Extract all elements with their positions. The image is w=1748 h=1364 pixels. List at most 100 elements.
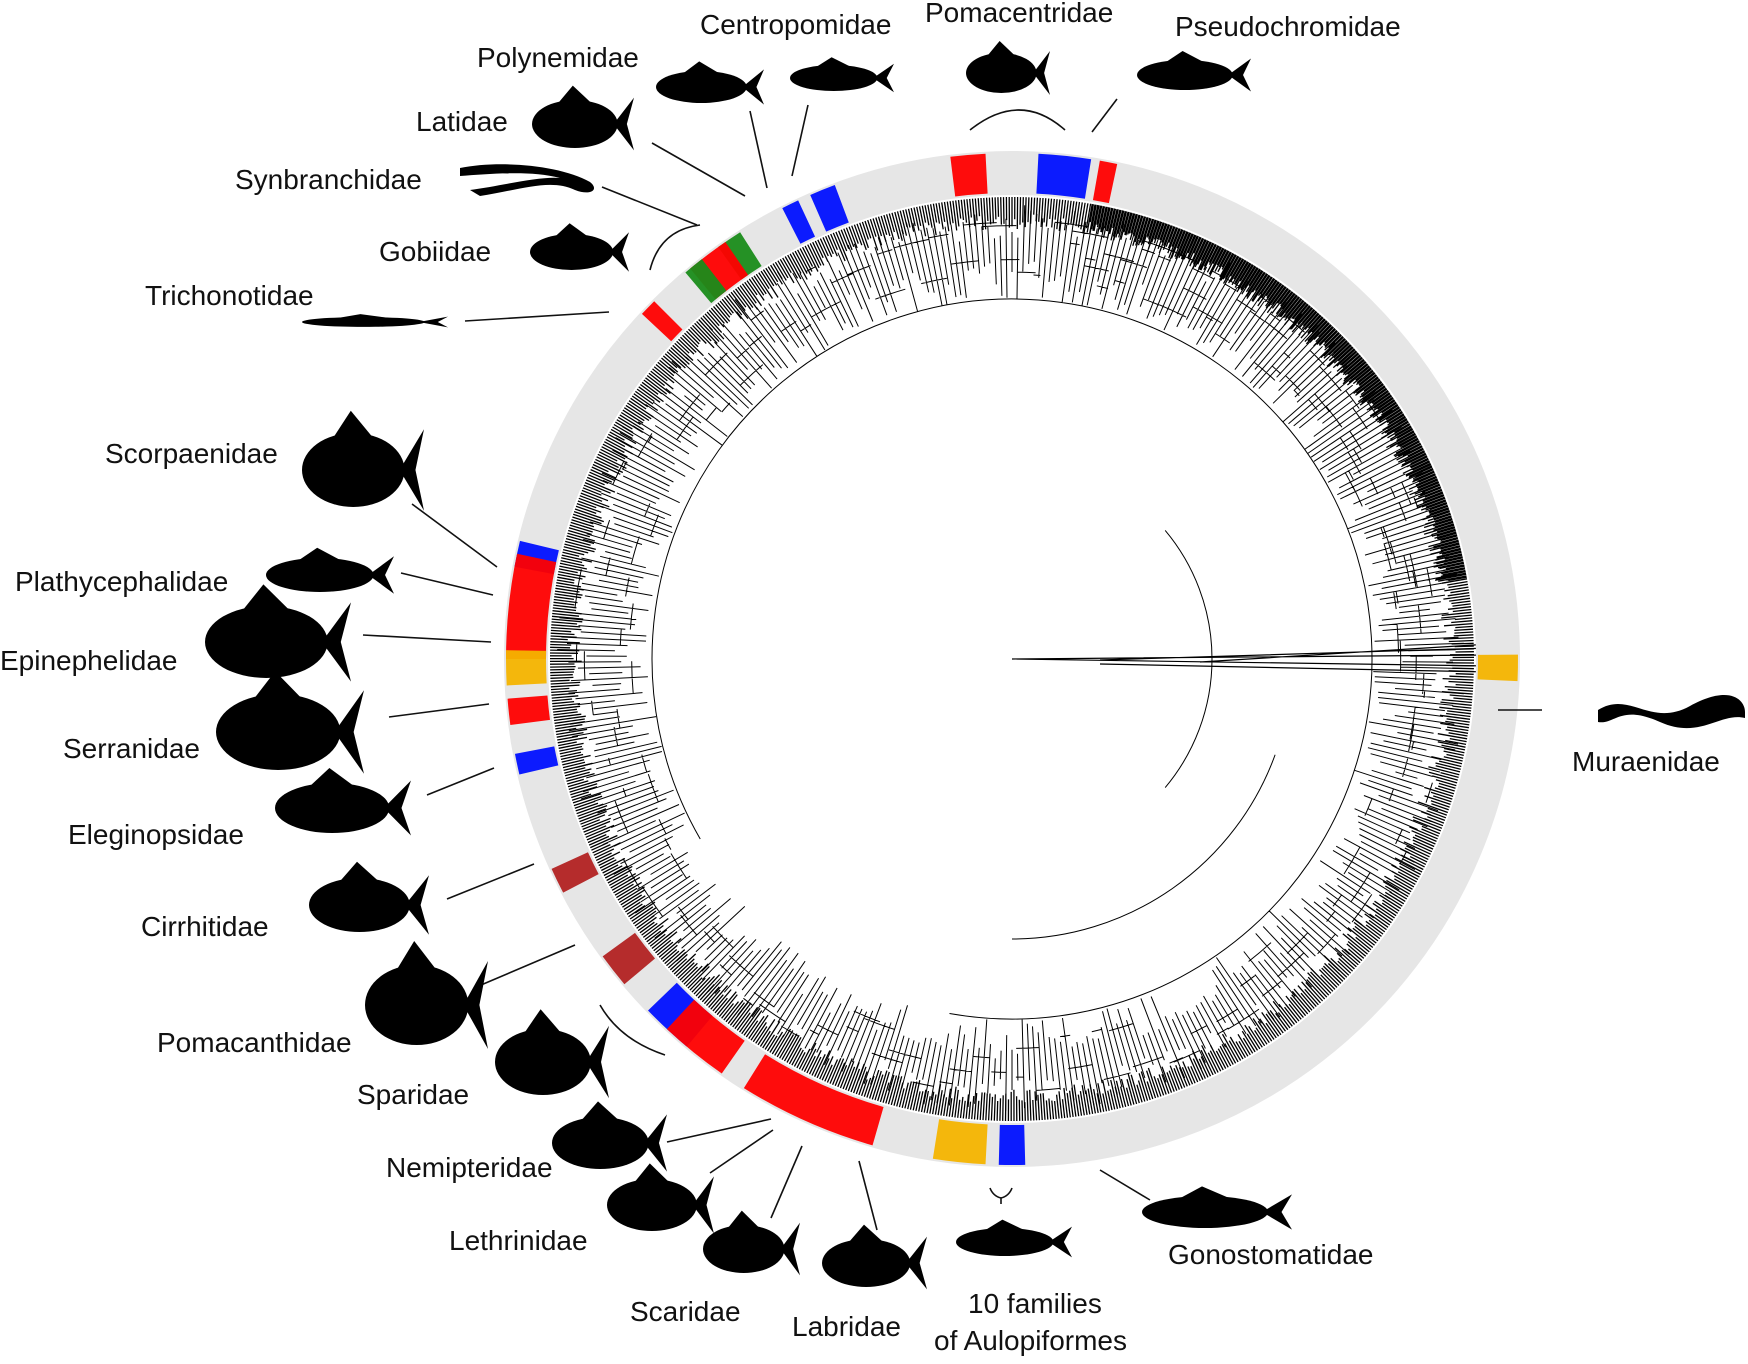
fish-plathycephalidae-body — [266, 558, 374, 592]
fish-nemipteridae — [552, 1101, 667, 1171]
fish-latidae — [532, 86, 634, 151]
fish-pomacanthidae — [365, 941, 488, 1049]
leader-7 — [401, 573, 493, 595]
leader-14 — [710, 1130, 773, 1173]
leader-15 — [771, 1146, 802, 1218]
arc-centropomidae — [818, 204, 842, 214]
arc-pomacentridae-a — [953, 174, 987, 177]
fish-pseudochromidae-tail — [1228, 59, 1251, 92]
fish-scaridae — [703, 1211, 800, 1276]
fish-pseudochromidae-body — [1137, 60, 1233, 90]
fish-synbranchidae — [460, 164, 594, 196]
label-pseudochromidae: Pseudochromidae — [1175, 11, 1401, 42]
label-gonostomatidae: Gonostomatidae — [1168, 1239, 1373, 1270]
fish-muraenidae — [1598, 695, 1745, 728]
fish-serranidae — [216, 671, 364, 774]
arc-gobiidae-green2 — [698, 275, 714, 288]
label-scorpaenidae: Scorpaenidae — [105, 438, 278, 469]
fish-sparidae-tail — [586, 1026, 609, 1099]
fish-nemipteridae-tail — [644, 1114, 667, 1171]
fish-scaridae-body — [703, 1225, 784, 1273]
fish-plathycephalidae-tail — [368, 556, 394, 593]
arc-epinephelidae — [526, 558, 537, 659]
label-pomacanthidae: Pomacanthidae — [157, 1027, 352, 1058]
fish-lethrinidae-body — [607, 1179, 697, 1231]
leader-4 — [602, 187, 697, 225]
fish-eleginopsidae — [275, 768, 411, 836]
arc-pomacanthidae — [619, 945, 640, 972]
leader-17 — [1100, 1170, 1150, 1200]
leader-9 — [389, 704, 489, 717]
leader-6 — [412, 504, 497, 567]
fish-plathycephalidae — [266, 548, 394, 594]
fish-centropomidae-body — [790, 65, 877, 91]
fish-gobiidae-body — [530, 234, 613, 270]
fish-polynemidae — [656, 61, 764, 104]
fish-labridae — [822, 1225, 927, 1290]
fish-cirrhitidae — [309, 862, 429, 935]
fish-serranidae-tail — [334, 690, 364, 774]
fish-trichonotidae-body — [302, 317, 425, 327]
leader-13 — [667, 1119, 771, 1142]
fish-latidae-dorsal-fin — [558, 86, 594, 105]
fish-gonostomatidae-dorsal-fin — [1180, 1186, 1233, 1199]
leader-16 — [859, 1161, 877, 1230]
brace-aulopiformes — [990, 1188, 1012, 1204]
leader-3 — [652, 143, 745, 196]
fish-aulopiformes-body — [956, 1228, 1053, 1256]
leader-0 — [792, 105, 808, 176]
leader-8 — [363, 635, 491, 642]
label-latidae: Latidae — [416, 106, 508, 137]
fish-centropomidae-dorsal-fin — [816, 57, 852, 67]
label-polynemidae: Polynemidae — [477, 42, 639, 73]
fish-gobiidae-tail — [609, 232, 629, 272]
fish-pseudochromidae-dorsal-fin — [1166, 51, 1206, 63]
fish-scorpaenidae — [302, 411, 424, 511]
label-plathycephalidae: Plathycephalidae — [15, 566, 228, 597]
label-centropomidae: Centropomidae — [700, 9, 891, 40]
label-serranidae: Serranidae — [63, 733, 200, 764]
fish-pomacentridae-body — [966, 53, 1037, 93]
label-lethrinidae: Lethrinidae — [449, 1225, 588, 1256]
fish-lethrinidae — [607, 1163, 714, 1233]
leader-12 — [481, 945, 575, 985]
fish-epinephelidae-dorsal-fin — [242, 584, 293, 613]
fish-scorpaenidae-body — [302, 433, 404, 507]
arc-serranidae — [526, 651, 527, 685]
label-synbranchidae: Synbranchidae — [235, 164, 422, 195]
fish-pomacentridae — [966, 41, 1050, 95]
arc-trichonotidae — [657, 315, 669, 327]
fish-lethrinidae-dorsal-fin — [634, 1163, 671, 1184]
fish-aulopiformes — [956, 1220, 1072, 1258]
fish-cirrhitidae-tail — [405, 875, 429, 934]
fish-pomacentridae-dorsal-fin — [987, 41, 1016, 57]
leader-11 — [447, 864, 534, 899]
label-scaridae: Scaridae — [630, 1296, 741, 1327]
fish-epinephelidae — [205, 584, 351, 681]
fish-epinephelidae-tail — [322, 602, 351, 681]
leader-1 — [1092, 99, 1117, 132]
fish-pomacentridae-tail — [1033, 51, 1050, 95]
arc-serranidae-red — [527, 697, 530, 722]
arc-aulopiformes — [936, 1139, 987, 1144]
bracket-gobiidae — [650, 225, 700, 270]
label-pomacentridae: Pomacentridae — [925, 0, 1113, 28]
fish-gonostomatidae-tail — [1262, 1194, 1292, 1229]
fish-gonostomatidae — [1142, 1186, 1292, 1229]
fish-eleginopsidae-body — [275, 783, 389, 833]
fish-trichonotidae-dorsal-fin — [339, 314, 390, 318]
fish-trichonotidae — [302, 314, 448, 327]
fish-nemipteridae-body — [552, 1117, 649, 1169]
fish-latidae-body — [532, 100, 618, 148]
label-cirrhitidae: Cirrhitidae — [141, 911, 269, 942]
label-gobiidae: Gobiidae — [379, 236, 491, 267]
label-nemipteridae: Nemipteridae — [386, 1152, 553, 1183]
fish-sparidae-dorsal-fin — [524, 1009, 564, 1035]
label-labridae: Labridae — [792, 1311, 901, 1342]
fish-pseudochromidae — [1137, 51, 1251, 92]
fish-sparidae-body — [495, 1029, 591, 1095]
fish-labridae-tail — [906, 1237, 927, 1290]
label-aulopiformes-line2: of Aulopiformes — [934, 1325, 1127, 1356]
arc-pomacentridae-b — [1037, 174, 1088, 179]
